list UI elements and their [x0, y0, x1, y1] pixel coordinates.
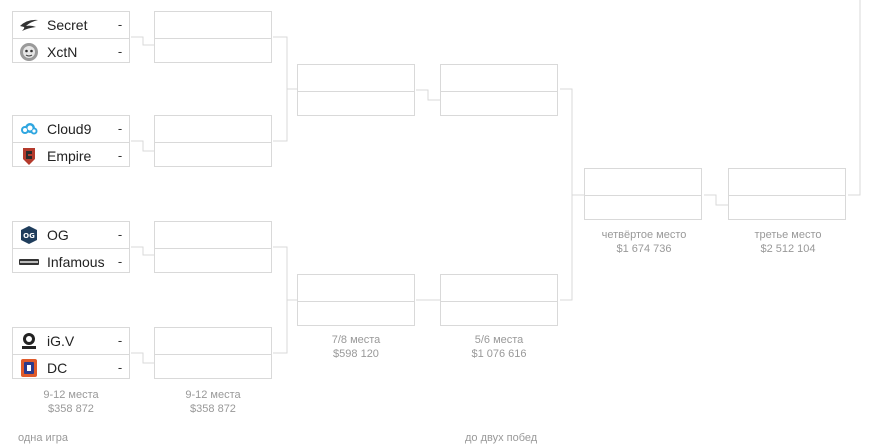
match-r2-4[interactable]: [154, 327, 272, 379]
prize-text: $1 674 736: [616, 243, 672, 255]
infamous-logo-icon: [19, 252, 39, 272]
team-name: Infamous: [47, 253, 105, 270]
round3-place-label: 7/8 места $598 120: [297, 333, 415, 361]
prize-text: $598 120: [333, 348, 379, 360]
team-name: iG.V: [47, 333, 75, 349]
empty-slot: [155, 354, 271, 380]
team-score: -: [117, 227, 123, 242]
secret-logo-icon: [19, 15, 39, 35]
team-slot-og[interactable]: OG OG -: [13, 222, 129, 248]
team-slot-empire[interactable]: Empire -: [13, 142, 129, 168]
match-r2-1[interactable]: [154, 11, 272, 63]
igv-logo-icon: [19, 331, 39, 351]
match-r4-1[interactable]: [440, 64, 558, 116]
team-score: -: [117, 359, 123, 375]
empty-slot: [298, 65, 414, 91]
empty-slot: [585, 195, 701, 221]
empty-slot: [155, 12, 271, 38]
match-r1-2: Cloud9 - Empire -: [12, 115, 130, 167]
match-r1-3: OG OG - Infamous -: [12, 221, 130, 273]
team-score: -: [117, 43, 123, 59]
place-text: 5/6 места: [474, 334, 524, 346]
empty-slot: [729, 169, 845, 195]
empty-slot: [155, 142, 271, 168]
prize-text: $1 076 616: [471, 348, 527, 360]
match-r6-1[interactable]: [728, 168, 846, 220]
team-name: Empire: [47, 147, 92, 164]
prize-text: $2 512 104: [760, 243, 816, 255]
team-slot-secret[interactable]: Secret -: [13, 12, 129, 38]
round6-place-label: третье место $2 512 104: [728, 228, 848, 256]
xctn-logo-icon: [19, 42, 39, 62]
match-r1-4: iG.V - DC -: [12, 327, 130, 379]
empty-slot: [155, 248, 271, 274]
empty-slot: [298, 275, 414, 301]
empty-slot: [441, 275, 557, 301]
match-r4-2[interactable]: [440, 274, 558, 326]
round2-place-label: 9-12 места $358 872: [154, 388, 272, 416]
place-text: 9-12 места: [185, 389, 241, 401]
prize-text: $358 872: [190, 403, 236, 415]
empty-slot: [441, 91, 557, 117]
team-name: DC: [47, 359, 68, 376]
svg-text:OG: OG: [23, 232, 35, 240]
empty-slot: [585, 169, 701, 195]
round4-place-label: 5/6 места $1 076 616: [440, 333, 558, 361]
match-r2-2[interactable]: [154, 115, 272, 167]
format-label-single-game: одна игра: [18, 432, 68, 444]
place-text: 7/8 места: [331, 334, 381, 346]
team-slot-igv[interactable]: iG.V -: [13, 328, 129, 354]
empty-slot: [729, 195, 845, 221]
empty-slot: [155, 116, 271, 142]
match-r3-2[interactable]: [297, 274, 415, 326]
dc-logo-icon: [19, 358, 39, 378]
empty-slot: [155, 328, 271, 354]
empty-slot: [155, 38, 271, 64]
empty-slot: [441, 65, 557, 91]
team-score: -: [117, 17, 123, 32]
team-name: Cloud9: [47, 121, 92, 137]
team-score: -: [117, 333, 123, 348]
team-slot-cloud9[interactable]: Cloud9 -: [13, 116, 129, 142]
round1-place-label: 9-12 места $358 872: [12, 388, 130, 416]
prize-text: $358 872: [48, 403, 94, 415]
cloud9-logo-icon: [19, 119, 39, 139]
round5-place-label: четвёртое место $1 674 736: [584, 228, 704, 256]
match-r2-3[interactable]: [154, 221, 272, 273]
place-text: третье место: [754, 229, 822, 241]
empty-slot: [298, 91, 414, 117]
empty-slot: [298, 301, 414, 327]
empty-slot: [441, 301, 557, 327]
team-name: XctN: [47, 43, 78, 60]
team-slot-xctn[interactable]: XctN -: [13, 38, 129, 64]
place-text: четвёртое место: [601, 229, 687, 241]
og-logo-icon: OG: [19, 225, 39, 245]
team-name: Secret: [47, 17, 88, 33]
empty-slot: [155, 222, 271, 248]
team-slot-dc[interactable]: DC -: [13, 354, 129, 380]
team-score: -: [117, 147, 123, 163]
team-score: -: [117, 253, 123, 269]
place-text: 9-12 места: [43, 389, 99, 401]
match-r1-1: Secret - XctN -: [12, 11, 130, 63]
team-slot-infamous[interactable]: Infamous -: [13, 248, 129, 274]
team-score: -: [117, 121, 123, 136]
match-r3-1[interactable]: [297, 64, 415, 116]
empire-logo-icon: [19, 146, 39, 166]
match-r5-1[interactable]: [584, 168, 702, 220]
team-name: OG: [47, 227, 69, 243]
format-label-best-of-three: до двух побед: [465, 432, 538, 444]
